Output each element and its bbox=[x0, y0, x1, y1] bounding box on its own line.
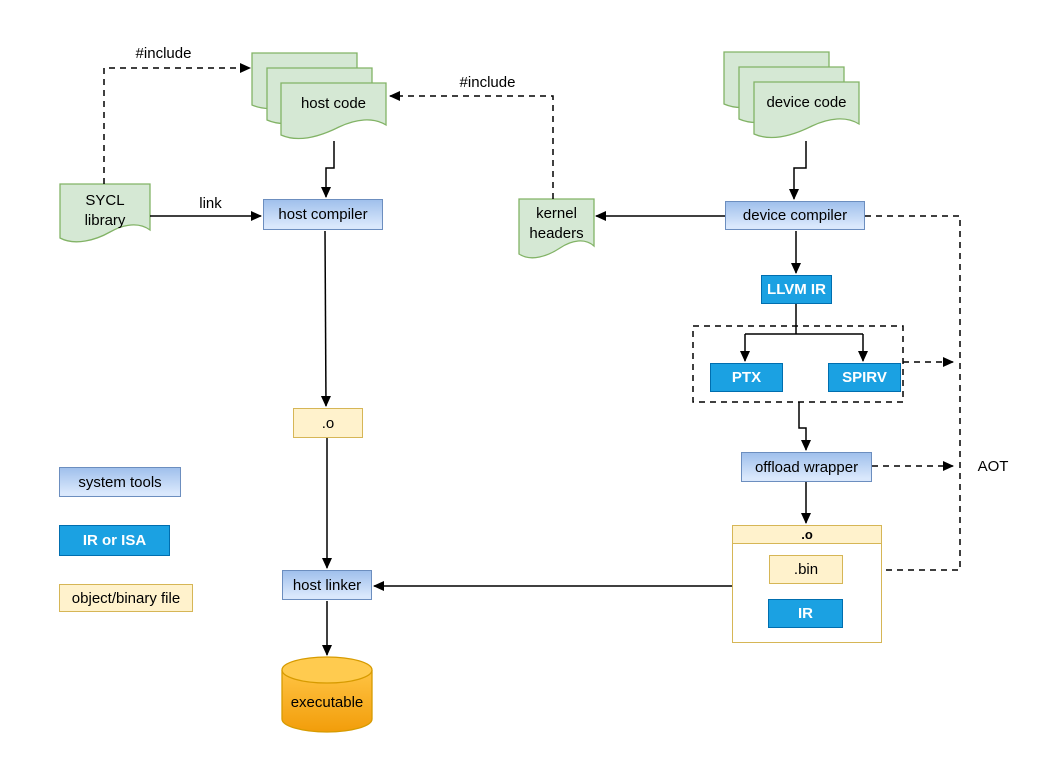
sycl-library-line2: library bbox=[84, 212, 126, 229]
node-device-compiler: device compiler bbox=[725, 201, 865, 230]
legend-object-binary-file: object/binary file bbox=[59, 584, 193, 612]
node-offload-wrapper: offload wrapper bbox=[741, 452, 872, 482]
device-object-container-header: .o bbox=[733, 526, 881, 544]
device-code-doc-front bbox=[753, 81, 860, 139]
edge-include-kernel-headers-to-host-code bbox=[389, 91, 554, 199]
node-llvm-ir: LLVM IR bbox=[761, 275, 832, 304]
node-sycl-library-label: SYCL library bbox=[60, 190, 150, 232]
host-code-doc-front bbox=[280, 82, 387, 140]
edge-label-aot: AOT bbox=[977, 457, 1009, 475]
node-bin: .bin bbox=[769, 555, 843, 584]
edge-include-sycl-to-host-code bbox=[103, 63, 251, 184]
node-host-linker: host linker bbox=[282, 570, 372, 600]
sycl-library-line1: SYCL bbox=[85, 192, 125, 209]
legend-system-tools: system tools bbox=[59, 467, 181, 497]
kernel-headers-line1: kernel bbox=[536, 205, 577, 222]
kernel-headers-line2: headers bbox=[529, 225, 584, 242]
node-host-code-label: host code bbox=[300, 94, 367, 112]
edge-host-code-to-host-compiler bbox=[321, 141, 335, 198]
node-kernel-headers-label: kernel headers bbox=[519, 203, 594, 245]
executable-cylinder-body bbox=[281, 670, 373, 733]
node-host-object: .o bbox=[293, 408, 363, 438]
node-ptx: PTX bbox=[710, 363, 783, 392]
legend-ir-or-isa: IR or ISA bbox=[59, 525, 170, 556]
edge-device-compiler-aot-trunk-to-bin bbox=[844, 215, 961, 575]
edge-label-include-kernel: #include bbox=[459, 73, 516, 91]
edge-group-to-offload-wrapper bbox=[798, 402, 811, 451]
node-device-code-label: device code bbox=[766, 93, 847, 111]
edge-label-include-host: #include bbox=[135, 44, 192, 62]
kernel-headers-doc bbox=[518, 198, 595, 259]
executable-cylinder-top bbox=[281, 656, 373, 684]
sycl-library-doc bbox=[59, 183, 151, 243]
node-spirv: SPIRV bbox=[828, 363, 901, 392]
node-device-object-container: .o bbox=[732, 525, 882, 643]
edge-device-code-to-device-compiler bbox=[789, 141, 807, 200]
ptx-spirv-group-outline bbox=[692, 325, 904, 403]
node-executable-label: executable bbox=[290, 693, 364, 711]
node-host-compiler: host compiler bbox=[263, 199, 383, 230]
node-ir: IR bbox=[768, 599, 843, 628]
edge-label-link: link bbox=[199, 194, 222, 212]
edge-host-compiler-to-object bbox=[320, 230, 331, 407]
